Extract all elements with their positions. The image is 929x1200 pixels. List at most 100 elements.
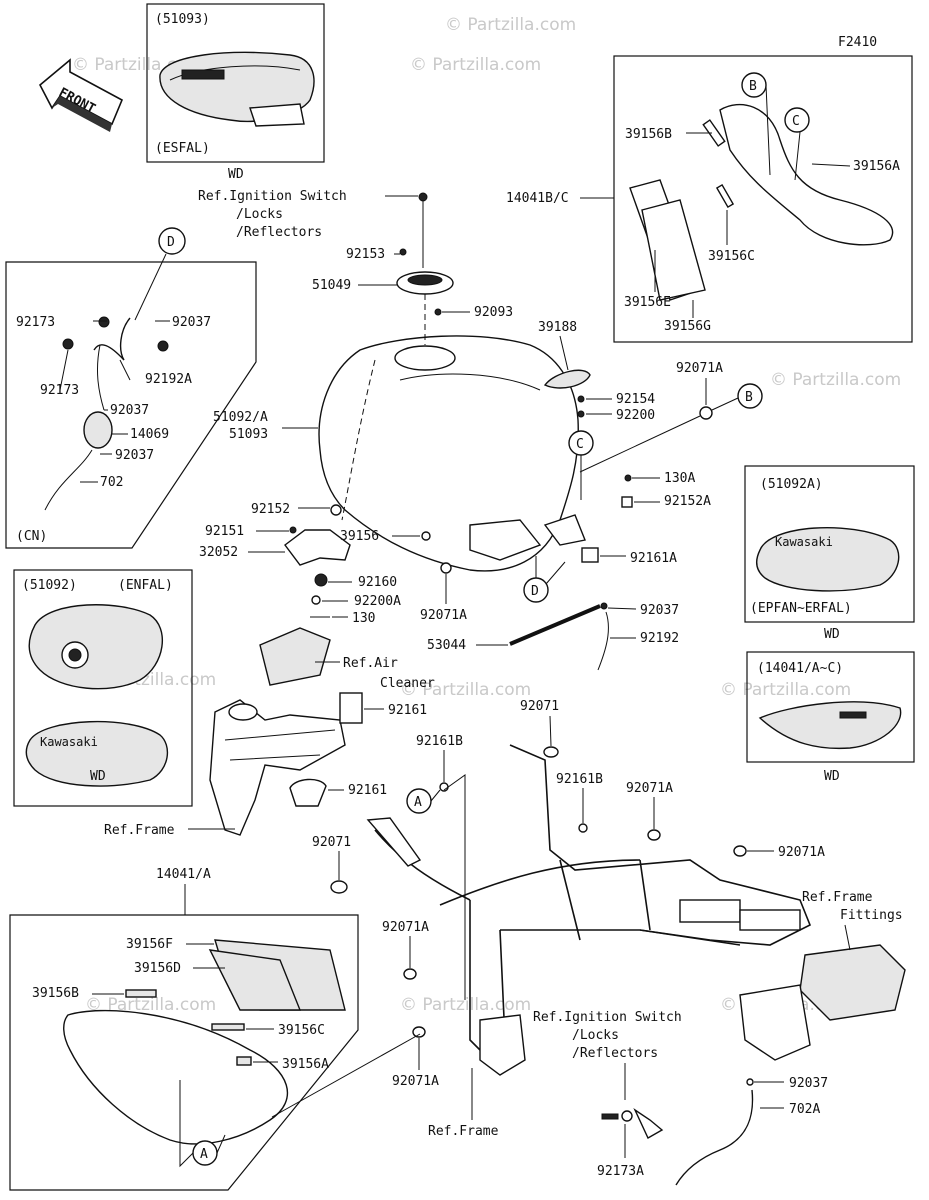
- label-702a: 702A: [789, 1102, 820, 1117]
- box-14041a: [9, 914, 359, 1191]
- inset-enfal-variant: (ENFAL): [118, 578, 173, 593]
- inset-epfan: (51092A) Kawasaki (EPFAN~ERFAL) WD: [744, 465, 915, 642]
- label-ref-frame-1: Ref.Frame: [104, 823, 175, 838]
- label-ref-frame-fit-1: Ref.Frame: [802, 890, 873, 905]
- label-cn-14069: 14069: [130, 427, 169, 442]
- tray-bracket: [739, 984, 811, 1061]
- damper-92161a: [581, 547, 599, 563]
- grommet-92071a-2: [440, 562, 452, 574]
- label-92192: 92192: [640, 631, 679, 646]
- inset-epfan-title: (51092A): [760, 477, 823, 492]
- label-92153: 92153: [346, 247, 385, 262]
- inset-enfal-caption: WD: [90, 769, 106, 784]
- label-92161b-2: 92161B: [556, 772, 603, 787]
- label-39156a-1: 39156A: [282, 1057, 329, 1072]
- label-ref-frame-2: Ref.Frame: [428, 1124, 499, 1139]
- label-92071a-2: 92071A: [420, 608, 467, 623]
- label-92161b-1: 92161B: [416, 734, 463, 749]
- fuel-cap-51049: [396, 192, 454, 345]
- label-cn-92173-b: 92173: [40, 383, 79, 398]
- label-92154: 92154: [616, 392, 655, 407]
- label-39156f: 39156F: [126, 937, 173, 952]
- label-ref-frame-fit-2: Fittings: [840, 908, 903, 923]
- label-32052: 32052: [199, 545, 238, 560]
- label-14041a: 14041/A: [156, 867, 211, 882]
- damper-92161-b: [339, 692, 363, 724]
- fuel-tank-epfan: [756, 527, 900, 592]
- tank-brand-epfan: Kawasaki: [775, 535, 833, 549]
- label-cn-702: 702: [100, 475, 123, 490]
- inset-cover-caption: WD: [824, 769, 840, 784]
- watermark: © Partzilla.com: [410, 55, 541, 75]
- pad-39188: [543, 369, 591, 389]
- inset-esfal-title: (51093): [155, 12, 210, 27]
- tank-body: [318, 335, 579, 572]
- label-51049: 51049: [312, 278, 351, 293]
- callout-c-main: C: [576, 437, 584, 452]
- strip-39156b: [125, 989, 157, 998]
- callout-c: C: [792, 114, 800, 129]
- watermark: © Partzilla.com: [770, 370, 901, 390]
- inset-cn: (CN) D 92173 92037 92173 92192A 92037 14…: [5, 227, 257, 549]
- label-92093: 92093: [474, 305, 513, 320]
- watermark: © Partzilla.com: [400, 680, 531, 700]
- fuel-tank-enfal-side: [25, 720, 169, 787]
- label-92200: 92200: [616, 408, 655, 423]
- label-53044: 53044: [427, 638, 466, 653]
- tag-39156a: [236, 1056, 252, 1066]
- damper-92161: [289, 778, 327, 807]
- label-14041bc: 14041B/C: [506, 191, 569, 206]
- label-ref-reflectors-1: /Reflectors: [236, 225, 322, 240]
- label-39156a-2: 39156A: [853, 159, 900, 174]
- label-92071-2: 92071: [312, 835, 351, 850]
- label-92152a: 92152A: [664, 494, 711, 509]
- callout-a-cover: A: [200, 1147, 208, 1162]
- label-39156: 39156: [340, 529, 379, 544]
- label-cn-92037-c: 92037: [115, 448, 154, 463]
- label-39156b-2: 39156B: [625, 127, 672, 142]
- fuel-tank-enfal-top: [28, 604, 164, 690]
- label-130a: 130A: [664, 471, 695, 486]
- label-ref-air-2: Cleaner: [380, 676, 435, 691]
- label-92161-1: 92161: [388, 703, 427, 718]
- label-92071a-6: 92071A: [392, 1074, 439, 1089]
- label-130: 130: [352, 611, 375, 626]
- figure-code: F2410: [838, 35, 877, 50]
- air-cleaner-ref: [259, 627, 331, 686]
- label-92173a: 92173A: [597, 1164, 644, 1179]
- label-92151: 92151: [205, 524, 244, 539]
- label-92152: 92152: [251, 502, 290, 517]
- label-ref-reflectors-2: /Reflectors: [572, 1046, 658, 1061]
- label-39156c-1: 39156C: [278, 1023, 325, 1038]
- side-cover-14041bc: [719, 103, 894, 246]
- main-frame: [366, 744, 812, 1076]
- label-cn-92037-b: 92037: [110, 403, 149, 418]
- label-92071a-1: 92071A: [676, 361, 723, 376]
- inset-epfan-subtitle: (EPFAN~ERFAL): [750, 601, 852, 616]
- watermark: © Partzilla.com: [400, 995, 531, 1015]
- callout-b-main: B: [745, 390, 753, 405]
- tank-emblem: [181, 69, 225, 80]
- label-39188: 39188: [538, 320, 577, 335]
- inset-14041bc: B C 39156B 39156A 39156C 39156E 39156G: [613, 55, 913, 343]
- side-cover-14041a: [63, 1009, 289, 1145]
- inset-enfal-title: (51092): [22, 578, 77, 593]
- watermark: © Partzilla.com: [720, 680, 851, 700]
- callout-d-main: D: [531, 584, 539, 599]
- fuel-tank-main: [318, 335, 586, 572]
- inset-enfal: (51092) (ENFAL) Kawasaki WD: [13, 569, 193, 807]
- label-92071a-3: 92071A: [626, 781, 673, 796]
- label-92161a: 92161A: [630, 551, 677, 566]
- label-39156d: 39156D: [134, 961, 181, 976]
- filler-neck: [394, 345, 456, 371]
- front-frame: [209, 692, 363, 836]
- grommet-92071a: [699, 406, 713, 420]
- inset-epfan-caption: WD: [824, 627, 840, 642]
- label-cn-92173-a: 92173: [16, 315, 55, 330]
- label-92037-r: 92037: [789, 1076, 828, 1091]
- watermark: © Partzilla.com: [445, 15, 576, 35]
- inset-cover: (14041/A~C) WD: [746, 651, 915, 784]
- callout-b: B: [749, 79, 757, 94]
- hose-53044: [509, 604, 601, 646]
- canister-14069: [83, 411, 113, 449]
